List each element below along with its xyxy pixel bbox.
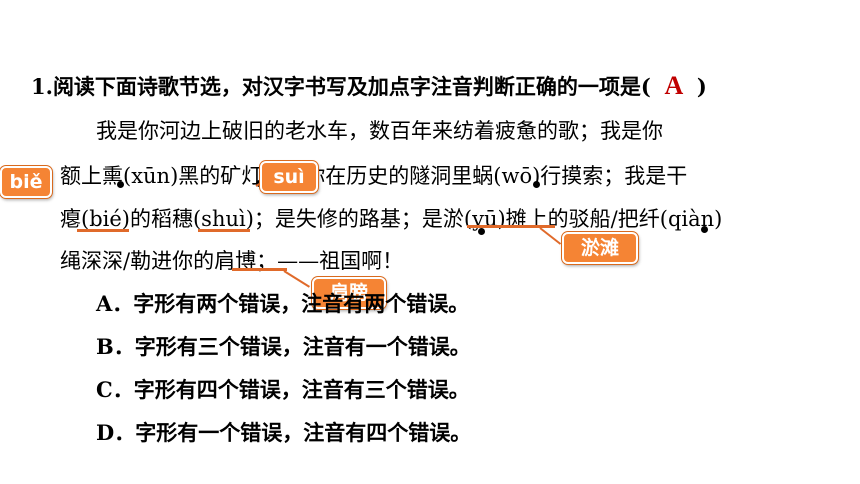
option-b: B．字形有三个错误，注音有一个错误。: [96, 334, 471, 359]
poem-line-1: 我是你河边上破旧的老水车，数百年来纺着疲惫的歌；我是你: [96, 119, 663, 143]
correction-tag-bie: biě: [0, 166, 52, 198]
underline-shui: [198, 229, 250, 232]
poem-line-3: 瘪(bié)的稻穗(shuì)；是失修的路基；是淤(yū)摊上的驳船/把纤(qi…: [60, 207, 723, 231]
answer-letter: A: [664, 71, 684, 100]
question-number: 1.: [31, 74, 53, 99]
correction-tag-jianbang: 肩膀: [312, 277, 386, 309]
underline-bie: [77, 229, 129, 232]
correction-tag-yutan: 淤滩: [562, 232, 638, 264]
emphasis-dot-qian: [701, 226, 708, 233]
emphasis-dot-yu: [478, 228, 485, 235]
option-c: C．字形有四个错误，注音有三个错误。: [96, 377, 470, 402]
emphasis-dot-xun: [117, 181, 124, 188]
poem-line-4: 绳深深/勒进你的肩博；——祖国啊！: [60, 249, 404, 273]
emphasis-dot-wo: [533, 181, 540, 188]
option-d: D．字形有一个错误，注音有四个错误。: [96, 420, 472, 445]
poem-line-2: 额上熏(xūn)黑的矿灯，照你在历史的隧洞里蜗(wō)行摸索；我是干: [60, 164, 688, 188]
option-a: A．字形有两个错误，注音有两个错误。: [96, 291, 470, 316]
question-stem: 1.阅读下面诗歌节选，对汉字书写及加点字注音判断正确的一项是( A): [31, 72, 707, 101]
question-text: 阅读下面诗歌节选，对汉字书写及加点字注音判断正确的一项是(: [52, 74, 651, 99]
question-close-paren: ): [696, 74, 707, 99]
underline-jianbo: [232, 268, 287, 271]
correction-tag-sui: suì: [260, 161, 318, 193]
underline-yutan: [467, 225, 555, 228]
